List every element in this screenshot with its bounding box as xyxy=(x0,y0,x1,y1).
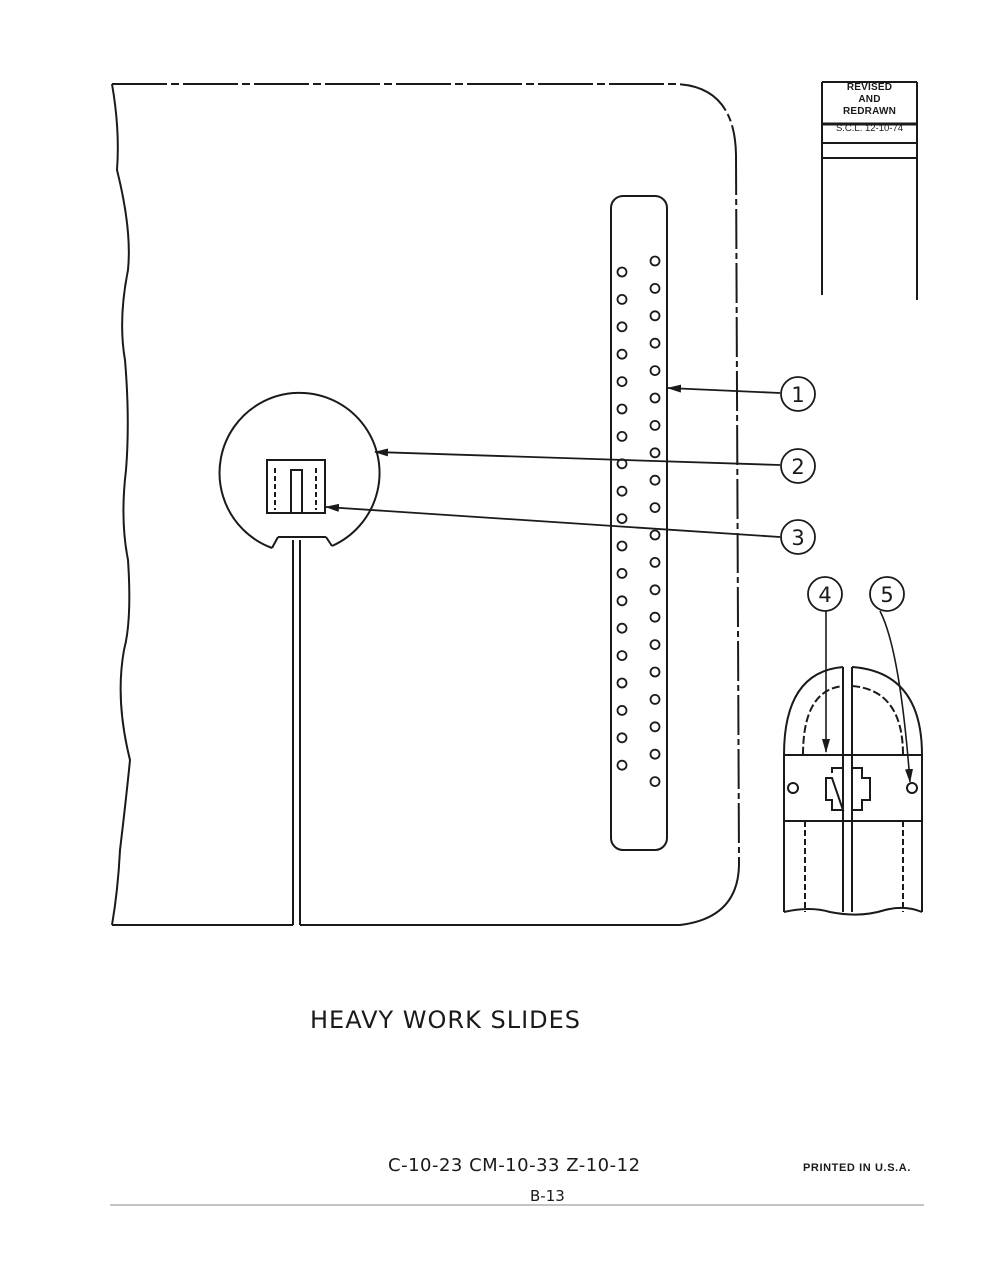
slide-hole xyxy=(649,474,661,486)
stamp-revised: REVISED xyxy=(846,82,893,93)
clamp-leaders xyxy=(822,610,914,783)
slide-hole xyxy=(616,568,628,579)
slide-hole xyxy=(649,310,661,322)
slide-hole xyxy=(649,748,661,760)
callout-5 xyxy=(869,576,905,612)
slide-hole xyxy=(616,376,628,388)
slide-hole xyxy=(616,266,628,278)
diagram-title: HEAVY WORK SLIDES xyxy=(310,1006,582,1034)
slide-hole xyxy=(649,557,661,568)
callout-5-label: 5 xyxy=(880,583,893,607)
slide-hole xyxy=(649,721,661,733)
slide-hole xyxy=(616,540,628,552)
slide-hole xyxy=(616,677,628,689)
slide-hole xyxy=(616,403,628,415)
callout-3 xyxy=(780,519,816,555)
detail-circle xyxy=(218,391,381,549)
slide-hole xyxy=(616,732,628,744)
slide-hole xyxy=(649,776,661,787)
callout-2 xyxy=(780,448,816,484)
slide-plate xyxy=(610,195,668,851)
slide-hole xyxy=(649,666,661,678)
slide-hole xyxy=(649,529,661,541)
stamp-redrawn: REDRAWN xyxy=(842,106,897,117)
leader-lines xyxy=(325,384,781,538)
slide-hole xyxy=(616,293,628,305)
stamp-and: AND xyxy=(858,94,881,105)
revision-stamp: REVISED AND REDRAWN S.C.L. 12-10-74 xyxy=(822,82,917,136)
slot-channel xyxy=(292,540,301,925)
callout-2-label: 2 xyxy=(791,455,804,479)
slide-hole xyxy=(616,321,628,333)
slide-hole xyxy=(616,759,628,771)
slide-hole xyxy=(649,694,661,705)
clamp-detail xyxy=(783,666,923,916)
slide-hole xyxy=(649,282,661,294)
callout-1 xyxy=(780,376,816,412)
stamp-signature: S.C.L. 12-10-74 xyxy=(835,123,904,134)
slide-hole xyxy=(649,365,661,377)
part-numbers: C-10-23 CM-10-33 Z-10-12 xyxy=(388,1155,641,1176)
callout-4 xyxy=(807,576,843,612)
slide-hole xyxy=(616,650,628,661)
slide-hole xyxy=(649,584,661,596)
slide-hole xyxy=(616,485,628,497)
revision-stamp-frame xyxy=(821,81,918,300)
bracket xyxy=(266,459,326,514)
callout-1-label: 1 xyxy=(791,383,804,407)
slide-hole xyxy=(616,430,628,442)
slide-holes xyxy=(616,255,661,787)
slide-hole xyxy=(616,348,628,360)
slide-hole xyxy=(649,337,661,349)
bed-outline xyxy=(111,83,740,926)
slide-hole xyxy=(616,622,628,634)
slide-hole xyxy=(616,705,628,716)
slide-hole xyxy=(649,255,661,267)
slide-hole xyxy=(649,419,661,431)
slide-hole xyxy=(649,447,661,459)
slide-hole xyxy=(649,392,661,404)
printed-in-note: PRINTED IN U.S.A. xyxy=(803,1162,911,1174)
callout-3-label: 3 xyxy=(791,526,804,550)
slide-hole xyxy=(649,639,661,650)
slide-hole xyxy=(649,611,661,623)
slide-hole xyxy=(616,513,628,524)
slide-hole xyxy=(649,502,661,514)
page-number: B-13 xyxy=(530,1187,565,1205)
slide-hole xyxy=(616,595,628,607)
callout-4-label: 4 xyxy=(818,583,831,607)
